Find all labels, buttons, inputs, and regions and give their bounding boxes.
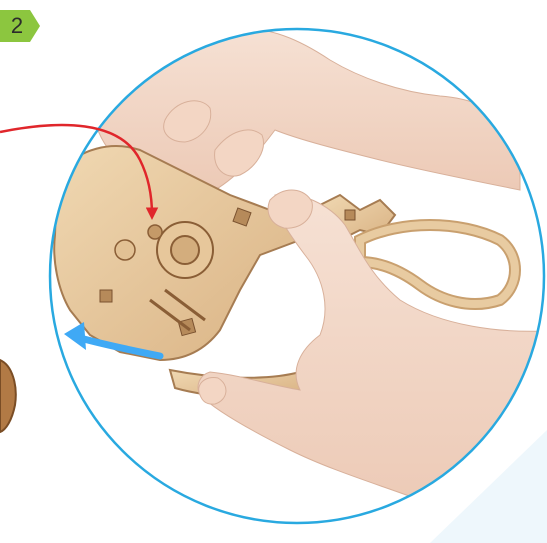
- step-badge: 2: [0, 10, 40, 42]
- side-wood-piece: [0, 360, 16, 432]
- magnified-view: [40, 20, 547, 540]
- step-number: 2: [4, 13, 30, 39]
